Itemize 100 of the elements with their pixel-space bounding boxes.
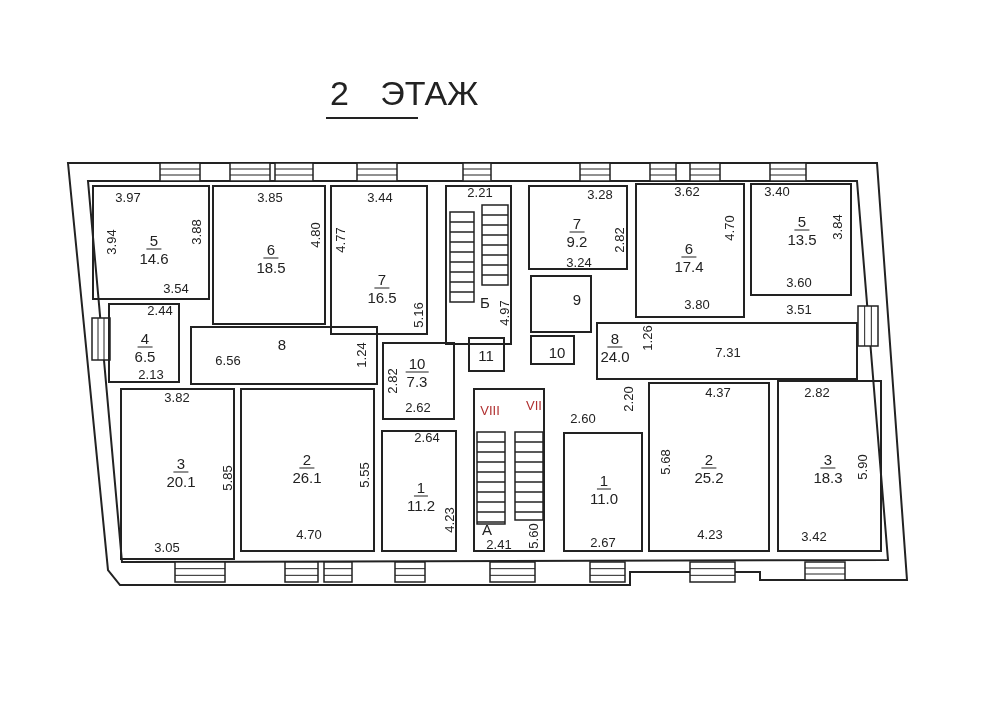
dimension-label: 3.05 [154,541,180,555]
room-number: 3 [173,454,189,473]
dimension-label: 5.16 [412,302,426,328]
room-outline [92,185,210,300]
room-number: 1 [413,478,429,497]
room-outline [563,432,643,552]
room-outline [108,303,180,383]
dimension-label: 3.62 [674,185,700,199]
dimension-label: 5.68 [659,449,673,475]
room-area: 16.5 [367,288,397,306]
room-number: 8 [607,329,623,348]
dimension-label: 3.82 [164,391,190,405]
room-outline [190,326,378,385]
dimension-label: 2.20 [622,386,636,412]
room-area: 26.1 [292,468,322,486]
room-outline [381,430,457,552]
dimension-label: 1.26 [641,325,655,351]
room-area: 6.5 [134,347,156,365]
stairwell-outline [445,185,512,345]
room-area: 24.0 [600,347,630,365]
dimension-label: 4.70 [723,215,737,241]
dimension-label: 2.82 [386,368,400,394]
room-area: 11.2 [406,496,436,514]
room-area: 20.1 [166,472,196,490]
room-outline [382,342,455,420]
dimension-label: 5.90 [856,454,870,480]
dimension-label: 4.23 [443,507,457,533]
room-outline [528,185,628,270]
dimension-label: 5.85 [221,465,235,491]
room-number: 7 [569,214,585,233]
room-number: 9 [572,290,582,308]
dimension-label: 4.80 [309,222,323,248]
dimension-label: 2.41 [486,538,512,552]
room-number: 6 [681,239,697,258]
dimension-label: 4.70 [296,528,322,542]
room-outline [468,337,505,372]
dimension-label: 4.77 [334,227,348,253]
room-area: 18.3 [813,468,843,486]
dimension-label: 3.51 [786,303,812,317]
room-number: 7 [374,270,390,289]
room-number: 5 [146,231,162,250]
dimension-label: 2.64 [414,431,440,445]
dimension-label: 3.42 [801,530,827,544]
room-outline [530,335,575,365]
dimension-label: 4.37 [705,386,731,400]
dimension-label: 3.44 [367,191,393,205]
room-outline [777,380,882,552]
dimension-label: 3.54 [163,282,189,296]
dimension-label: 2.82 [613,227,627,253]
dimension-label: 3.40 [764,185,790,199]
dimension-label: 5.60 [527,523,541,549]
room-number: 2 [299,450,315,469]
dimension-label: 4.23 [697,528,723,542]
room-outline [750,183,852,296]
dimension-label: 3.97 [115,191,141,205]
dimension-label: 3.60 [786,276,812,290]
room-area: 7.3 [406,372,428,390]
room-number: 5 [794,212,810,231]
room-area: 17.4 [674,257,704,275]
room-number: 4 [137,329,153,348]
room-number: А [482,520,492,538]
dimension-label: 3.88 [190,219,204,245]
dimension-label: 3.84 [831,214,845,240]
dimension-label: 4.97 [498,300,512,326]
room-number: Б [480,293,490,311]
stair-mark: VIII [480,404,500,418]
dimension-label: 2.67 [590,536,616,550]
stairwell-outline [473,388,545,552]
dimension-label: 2.44 [147,304,173,318]
room-number: 3 [820,450,836,469]
dimension-label: 2.21 [467,186,493,200]
room-number: 2 [701,450,717,469]
room-outline [648,382,770,552]
dimension-label: 3.28 [587,188,613,202]
room-outline [530,275,592,333]
stair-mark: VII [526,399,542,413]
dimension-label: 2.13 [138,368,164,382]
dimension-label: 2.60 [570,412,596,426]
dimension-label: 5.55 [358,462,372,488]
room-area: 9.2 [566,232,588,250]
room-area: 14.6 [139,249,169,267]
room-number: 10 [548,343,566,361]
dimension-label: 1.24 [355,342,369,368]
room-outline [330,185,428,335]
room-number: 8 [277,335,287,353]
room-number: 6 [263,240,279,259]
dimension-label: 3.24 [566,256,592,270]
room-number: 10 [405,354,429,373]
floor-title: 2 ЭТАЖ [330,74,479,113]
dimension-label: 3.85 [257,191,283,205]
room-area: 18.5 [256,258,286,276]
room-outline [120,388,235,560]
room-outline [635,183,745,318]
room-outline [212,185,326,325]
room-number: 11 [478,346,494,364]
dimension-label: 2.82 [804,386,830,400]
dimension-label: 6.56 [215,354,241,368]
dimension-label: 3.94 [105,229,119,255]
dimension-label: 7.31 [715,346,741,360]
room-outline [240,388,375,552]
